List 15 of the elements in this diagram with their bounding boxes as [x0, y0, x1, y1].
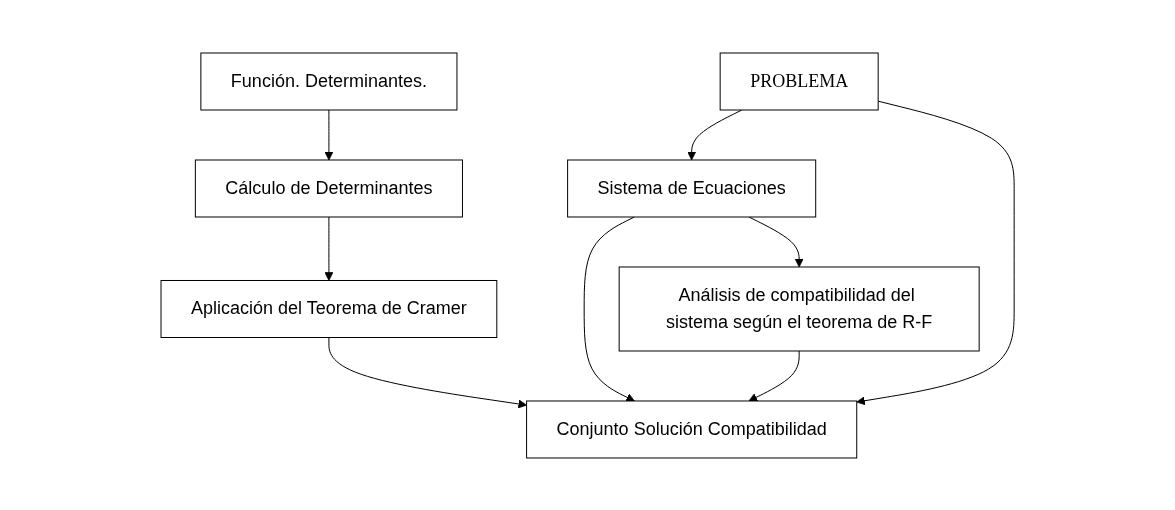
arrow	[324, 109, 334, 160]
arrow	[328, 336, 527, 408]
node-box: Aplicación del Teorema de Cramer	[160, 279, 498, 338]
arrow	[687, 109, 743, 160]
arrow	[856, 100, 1015, 405]
node-box: Función. Determinantes.	[200, 52, 458, 110]
node-box: Cálculo de Determinantes	[194, 159, 463, 217]
arrow	[583, 216, 635, 401]
node-box: Conjunto Solución Compatibilidad	[526, 400, 858, 458]
node-box: Sistema de Ecuaciones	[567, 159, 817, 217]
arrow	[748, 350, 800, 401]
arrow	[324, 216, 334, 281]
arrow	[748, 216, 804, 267]
node-box: Análisis de compatibilidad del sistema según el teorema de R-F	[618, 266, 980, 351]
node-box: PROBLEMA	[719, 52, 879, 110]
